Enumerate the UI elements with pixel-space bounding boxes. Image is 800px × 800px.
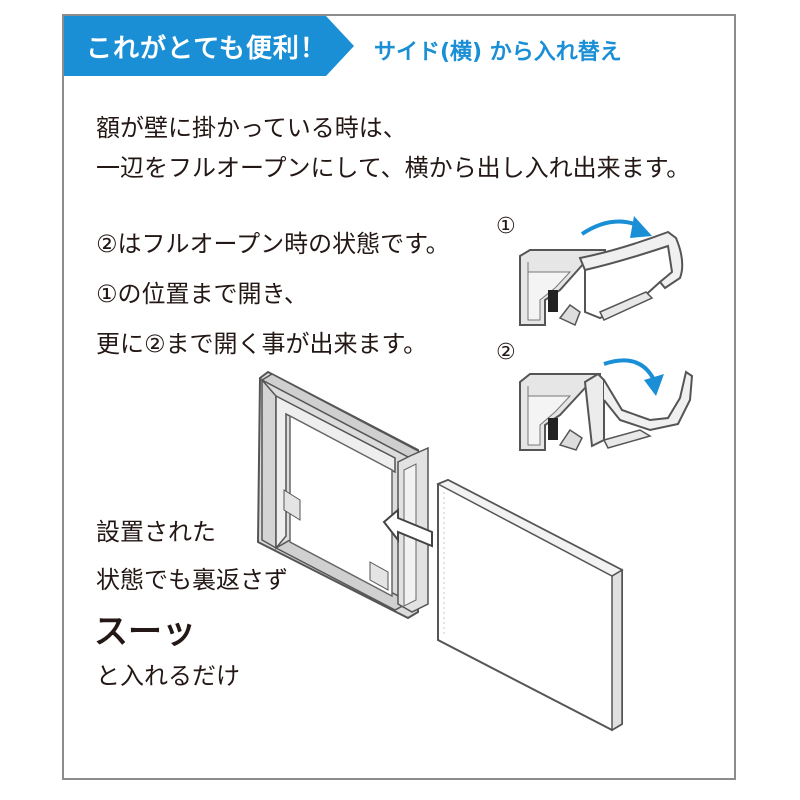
step-1-hinge-illustration [519, 216, 684, 327]
banner-title: これがとても便利！ [86, 34, 327, 64]
banner-arrow-shape [64, 16, 354, 76]
content-frame [62, 14, 736, 780]
body-line-3: ②はフルオープン時の状態です。 [96, 230, 450, 258]
body-line-5: 更に②まで開く事が出来ます。 [96, 330, 428, 358]
caption-line-1: 設置された [96, 518, 216, 546]
frame-illustration [256, 370, 433, 620]
caption-emphasis: スーッ [94, 612, 196, 652]
header-banner: これがとても便利！ サイド(横) から入れ替え [64, 16, 734, 76]
caption-line-2: 状態でも裏返さず [96, 566, 288, 594]
body-line-4: ①の位置まで開き、 [96, 280, 308, 308]
body-line-1: 額が壁に掛かっている時は、 [96, 114, 407, 142]
step-2-hinge-illustration [519, 358, 694, 451]
body-line-2: 一辺をフルオープンにして、横から出し入れ出来ます。 [96, 154, 691, 182]
step-2-label: ② [496, 340, 516, 365]
caption-line-3: と入れるだけ [96, 662, 240, 690]
banner-subtitle: サイド(横) から入れ替え [374, 40, 622, 65]
panel-insert-illustration [436, 478, 624, 732]
step-1-label: ① [496, 214, 516, 239]
